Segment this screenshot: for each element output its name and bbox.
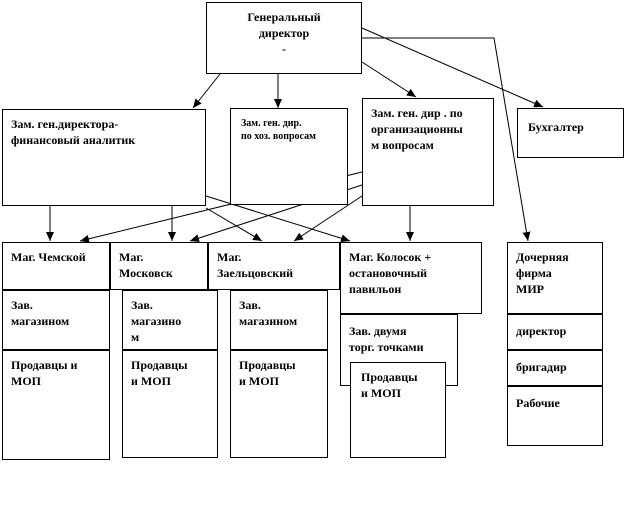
deputy-financial-box: Зам. ген.директора- финансовый аналитик (2, 109, 206, 206)
arrow-director-to-subsidiary (362, 37, 531, 242)
store-box-chemskoy: Маг. Чемской (2, 242, 110, 290)
subsidiary-box-mir: Дочерняя фирма МИР (507, 242, 603, 314)
store-staff-box-moskovsk: Продавцы и МОП (122, 350, 218, 458)
store-box-kolosok: Маг. Колосок + остановочный павильон (340, 242, 482, 314)
deputy-organizational-box: Зам. ген. дир . по организационны м вопр… (362, 98, 494, 206)
arrow-director-to-organizational (361, 61, 417, 98)
store-manager-box-zaeltsovsky: Зав. магазином (230, 290, 328, 350)
store-manager-box-chemskoy: Зав. магазином (2, 290, 110, 350)
subsidiary-role-foreman: бригадир (507, 350, 603, 386)
arrow-financial-to-zaeltsovsky (205, 207, 263, 242)
store-staff-box-kolosok: Продавцы и МОП (350, 362, 446, 458)
arrow-organizational-to-zaeltsovsky (293, 195, 363, 242)
store-manager-box-moskovsk: Зав. магазино м (122, 290, 218, 350)
store-box-zaeltsovsky: Маг. Заельцовский (208, 242, 340, 290)
store-staff-box-chemskoy: Продавцы и МОП (2, 350, 110, 460)
subsidiary-role-workers: Рабочие (507, 386, 603, 446)
deputy-economic-box: Зам. ген. дир. по хоз. вопросам (230, 108, 348, 205)
arrow-director-to-financial (192, 73, 221, 109)
subsidiary-role-director: директор (507, 314, 603, 350)
arrow-director-to-accountant (361, 27, 544, 108)
accountant-box: Бухгалтер (517, 108, 624, 158)
general-director-box: Генеральный директор - (206, 2, 362, 74)
store-staff-box-zaeltsovsky: Продавцы и МОП (230, 350, 328, 458)
store-box-moskovsk: Маг. Московск (110, 242, 208, 290)
